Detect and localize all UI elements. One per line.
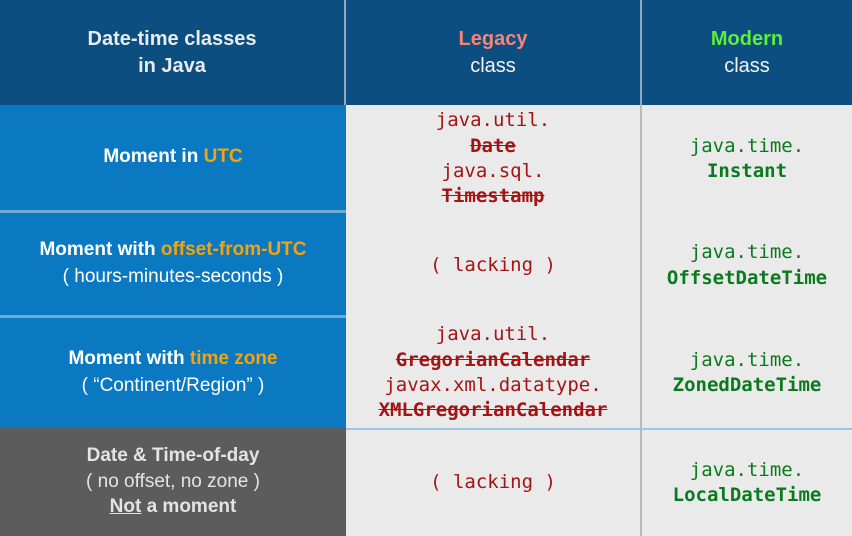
legacy-cell-offset: ( lacking )	[346, 213, 642, 318]
modern-class: Instant	[706, 160, 788, 182]
header-cell-legacy: Legacy class	[346, 0, 642, 105]
legacy-lacking: ( lacking )	[430, 253, 556, 276]
legacy-cell-utc: java.util. Date java.sql. Timestamp	[346, 105, 642, 213]
row-label-line3-rest: a moment	[141, 496, 237, 518]
legacy-package: java.sql.	[441, 160, 545, 182]
modern-cell-offset: java.time. OffsetDateTime	[642, 213, 852, 318]
row-label-accent: time zone	[189, 348, 278, 370]
row-label-moment-in-utc: Moment in UTC	[0, 105, 346, 213]
row-label-prefix: Moment with	[68, 348, 190, 370]
row-label-moment-with-time-zone: Moment with time zone ( “Continent/Regio…	[0, 318, 346, 428]
modern-cell-zone: java.time. ZonedDateTime	[642, 318, 852, 428]
row-label-prefix: Moment in	[103, 146, 204, 168]
row-label-line2: ( no offset, no zone )	[86, 470, 260, 492]
legacy-class: GregorianCalendar	[395, 348, 591, 371]
row-label-accent: UTC	[203, 146, 243, 168]
row-label-sub: ( “Continent/Region” )	[81, 375, 265, 396]
modern-package: java.time.	[689, 134, 805, 157]
row-label-line3: Not a moment	[110, 495, 237, 520]
header-title-line1: Date-time classes	[87, 28, 257, 51]
legacy-class: XMLGregorianCalendar	[378, 399, 608, 422]
modern-class: ZonedDateTime	[672, 374, 822, 396]
modern-package: java.time.	[689, 458, 805, 481]
modern-package: java.time.	[689, 348, 805, 371]
table-row: Moment in UTC java.util. Date java.sql. …	[0, 105, 852, 213]
modern-class: LocalDateTime	[672, 484, 822, 506]
legacy-package: java.util.	[435, 323, 551, 346]
table-row: Moment with offset-from-UTC ( hours-minu…	[0, 213, 852, 318]
row-label-moment-with-offset: Moment with offset-from-UTC ( hours-minu…	[0, 213, 346, 318]
header-cell-category: Date-time classes in Java	[0, 0, 346, 105]
row-label-line1: Moment with offset-from-UTC	[39, 238, 306, 263]
header-cell-modern: Modern class	[642, 0, 852, 105]
header-legacy-sub: class	[470, 54, 516, 77]
header-modern-sub: class	[724, 54, 770, 77]
modern-cell-local: java.time. LocalDateTime	[642, 428, 852, 536]
legacy-class: Date	[470, 134, 516, 157]
row-label-accent: offset-from-UTC	[160, 239, 307, 261]
header-title-line2: in Java	[138, 54, 206, 77]
legacy-package: java.util.	[435, 109, 551, 132]
row-label-sub: ( hours-minutes-seconds )	[62, 266, 284, 287]
legacy-package: javax.xml.datatype.	[384, 374, 602, 396]
header-modern-keyword: Modern	[710, 28, 784, 51]
legacy-cell-zone: java.util. GregorianCalendar javax.xml.d…	[346, 318, 642, 428]
modern-package: java.time.	[689, 241, 805, 264]
header-legacy-keyword: Legacy	[458, 28, 528, 51]
row-label-emphasis: Not	[109, 496, 142, 518]
row-label-prefix: Moment with	[39, 239, 161, 261]
row-label-line1: Moment in UTC	[103, 145, 242, 170]
legacy-class: Timestamp	[441, 185, 545, 208]
table-header-row: Date-time classes in Java Legacy class M…	[0, 0, 852, 105]
row-label-date-and-time-of-day: Date & Time-of-day ( no offset, no zone …	[0, 428, 346, 536]
legacy-lacking: ( lacking )	[430, 471, 556, 494]
row-label-line1: Moment with time zone	[68, 347, 277, 372]
table-row: Date & Time-of-day ( no offset, no zone …	[0, 428, 852, 536]
modern-cell-utc: java.time. Instant	[642, 105, 852, 213]
table-row: Moment with time zone ( “Continent/Regio…	[0, 318, 852, 428]
modern-class: OffsetDateTime	[666, 266, 828, 289]
legacy-cell-local: ( lacking )	[346, 428, 642, 536]
row-label-line1: Date & Time-of-day	[86, 444, 260, 466]
